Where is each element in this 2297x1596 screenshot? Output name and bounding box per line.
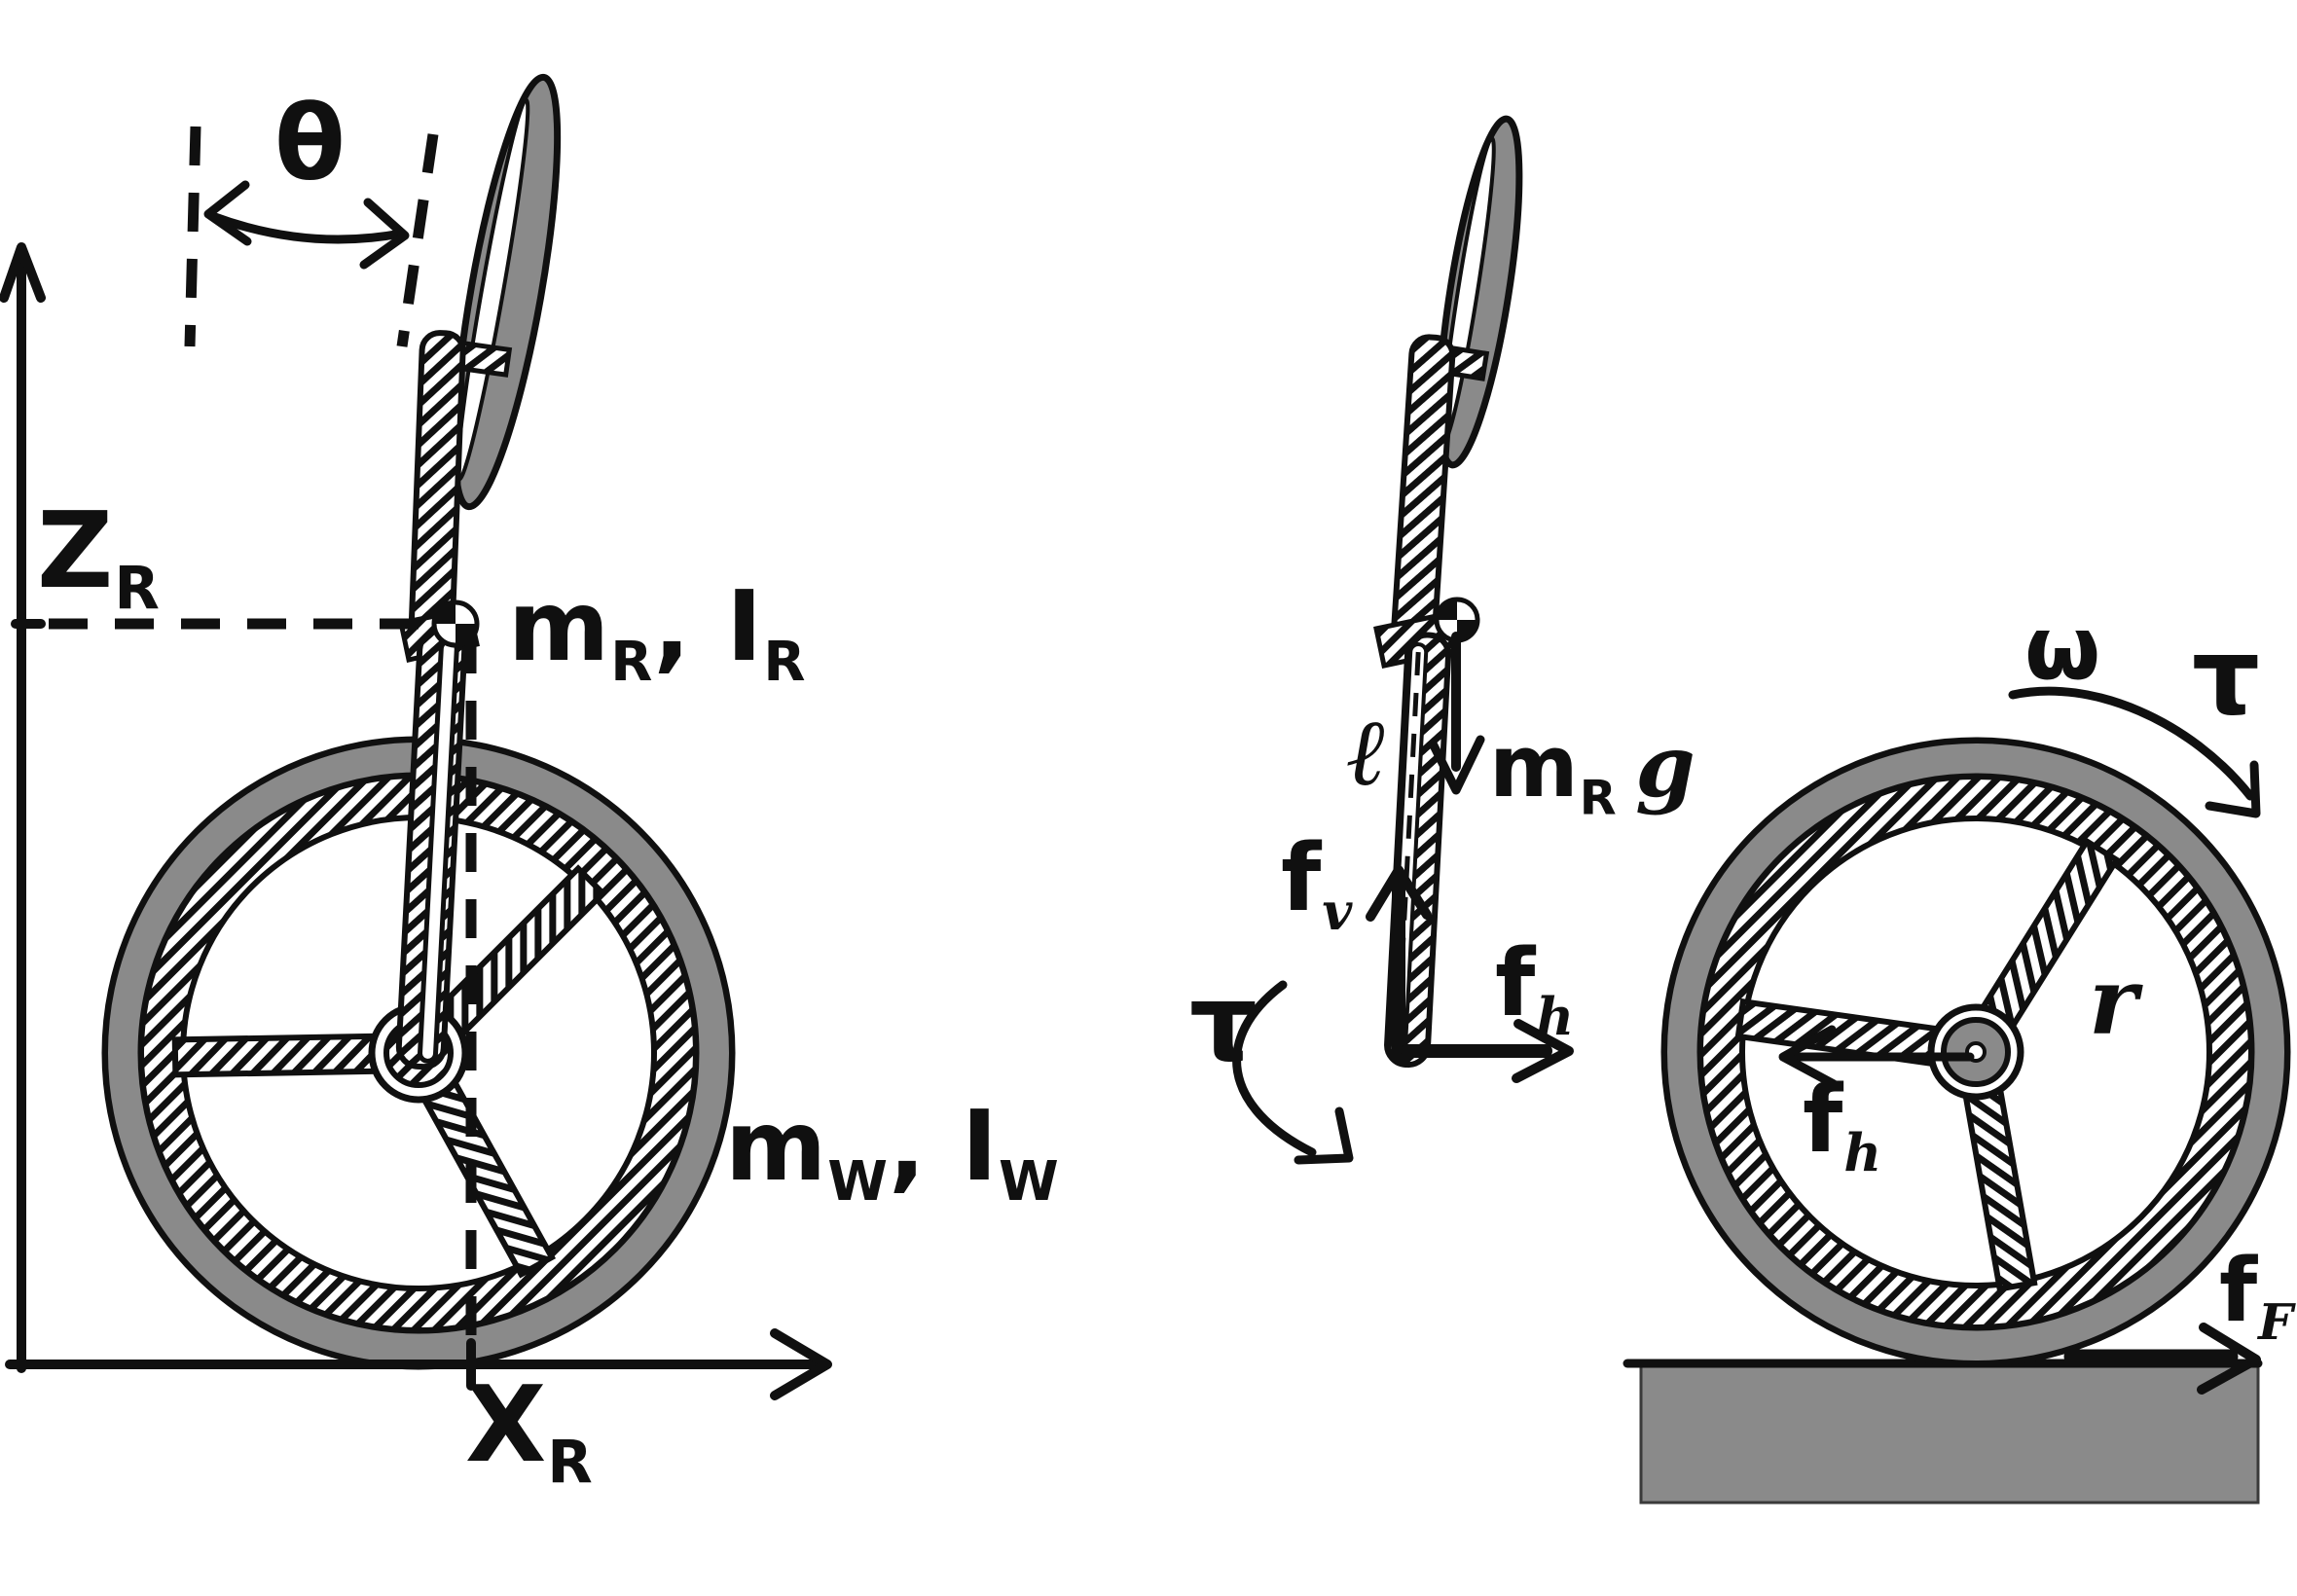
theta-angle [184,126,439,347]
body-mass-inertia-label: mR, IR [508,569,807,694]
vertical-force-arrow [1366,865,1432,1064]
spoke [171,1033,393,1078]
x-axis-label: XR [465,1364,594,1498]
length-label: ℓ [1347,697,1389,807]
wheel-mass-inertia-label: mW, IW [725,1089,1060,1214]
top-disk-left [451,73,562,511]
hub-force-label: fh [1803,1067,1883,1183]
theta-label: θ [274,84,346,203]
weight-label: mR g [1489,715,1696,826]
left-figure [0,73,832,1400]
weight-arrow [1428,632,1485,795]
friction-force-label: fF [2219,1240,2294,1351]
coordinate-axes [0,242,832,1400]
middle-figure [1232,115,1574,1165]
omega-label: ω [2024,598,2102,700]
torque-arrow-middle [1232,980,1354,1165]
torque-label-middle: τ [1189,961,1259,1085]
theta-arrow [207,211,406,244]
wheel-right [1660,737,2291,1367]
horizontal-force-label: fh [1495,930,1576,1047]
vertical-force-label: fv [1281,825,1354,942]
torque-label-right: τ [2192,614,2262,739]
pendulum-body-middle [1373,334,1461,1069]
hub-force-arrow [1778,1025,1975,1089]
z-axis-label: ZR [37,490,161,624]
horizontal-force-arrow [1401,1019,1574,1083]
radius-label: r [2089,948,2139,1056]
right-figure [1622,686,2291,1505]
friction-force-arrow [2063,1323,2261,1395]
omega-torque-arrow [2008,686,2261,818]
ground-block [1622,1359,2263,1505]
